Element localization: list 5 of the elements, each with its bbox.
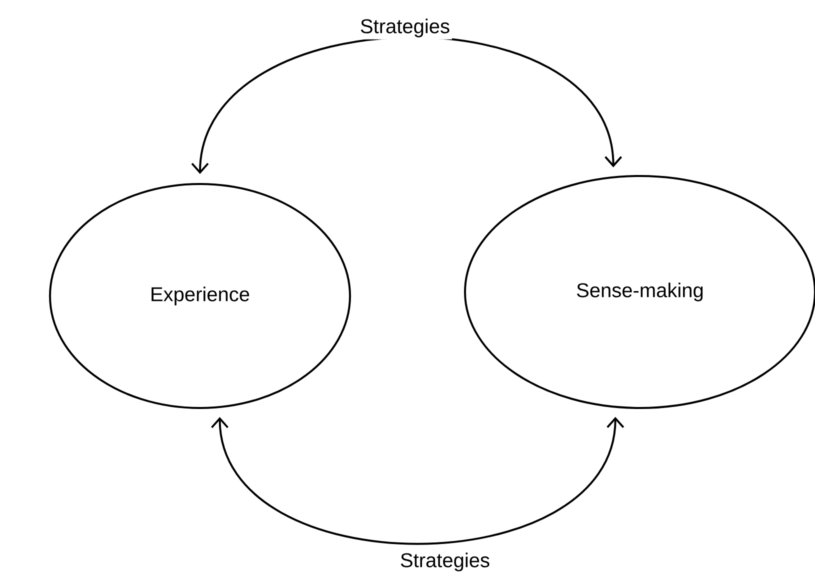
edge-label: Strategies	[358, 16, 452, 40]
curved-arrow	[191, 36, 622, 174]
ellipse-node: Experience	[49, 183, 351, 409]
curved-arrow	[211, 416, 624, 545]
edge-label: Strategies	[398, 550, 492, 574]
